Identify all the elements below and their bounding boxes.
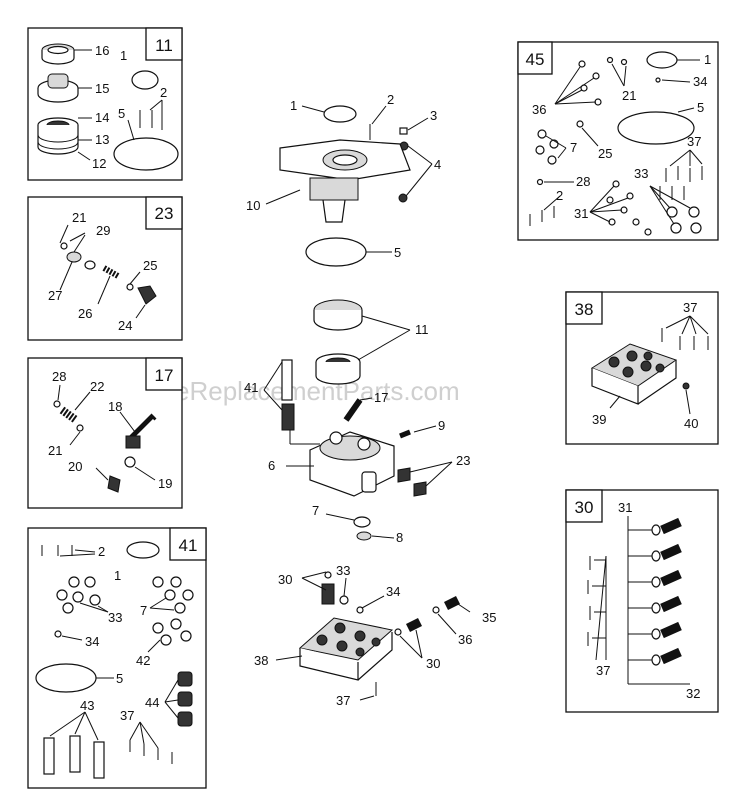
callout: 30 xyxy=(278,572,292,587)
callout: 26 xyxy=(78,306,92,321)
valve-column xyxy=(628,517,682,666)
callout: 5 xyxy=(118,106,125,121)
callout: 39 xyxy=(592,412,606,427)
callout: 37 xyxy=(120,708,134,723)
callout: 21 xyxy=(72,210,86,225)
callout: 34 xyxy=(386,584,400,599)
main-assembly: 1 2 3 4 10 5 11 41 17 xyxy=(244,92,496,708)
callout: 42 xyxy=(136,653,150,668)
kit-11-label: 11 xyxy=(155,36,173,55)
callout: 33 xyxy=(634,166,648,181)
callout: 35 xyxy=(482,610,496,625)
callout: 19 xyxy=(158,476,172,491)
callout: 31 xyxy=(574,206,588,221)
callout: 37 xyxy=(687,134,701,149)
kit-30-label: 30 xyxy=(575,498,594,517)
callout: 22 xyxy=(90,379,104,394)
callout: 2 xyxy=(98,544,105,559)
callout: 29 xyxy=(96,223,110,238)
callout: 21 xyxy=(48,443,62,458)
callout: 14 xyxy=(95,110,109,125)
callout: 40 xyxy=(684,416,698,431)
callout: 34 xyxy=(693,74,707,89)
callout: 9 xyxy=(438,418,445,433)
kit-17-label: 17 xyxy=(155,366,174,385)
callout: 12 xyxy=(92,156,106,171)
callout: 17 xyxy=(374,390,388,405)
callout: 2 xyxy=(160,85,167,100)
kit-30-box: 30 31 37 32 xyxy=(565,489,719,713)
callout: 28 xyxy=(52,369,66,384)
callout: 7 xyxy=(312,503,319,518)
kit-41-label: 41 xyxy=(179,536,198,555)
watermark: eReplacementParts.com xyxy=(175,376,460,406)
callout: 21 xyxy=(622,88,636,103)
callout: 16 xyxy=(95,43,109,58)
kit-17-box: 17 28 22 18 21 20 19 xyxy=(27,357,183,509)
kit-41-box: 41 xyxy=(27,527,207,789)
callout: 32 xyxy=(686,686,700,701)
callout: 33 xyxy=(108,610,122,625)
callout: 1 xyxy=(114,568,121,583)
callout: 1 xyxy=(290,98,297,113)
callout: 2 xyxy=(387,92,394,107)
callout: 38 xyxy=(254,653,268,668)
callout: 5 xyxy=(697,100,704,115)
callout: 1 xyxy=(704,52,711,67)
callout: 10 xyxy=(246,198,260,213)
callout: 27 xyxy=(48,288,62,303)
callout: 36 xyxy=(532,102,546,117)
callout: 2 xyxy=(556,188,563,203)
callout: 25 xyxy=(143,258,157,273)
callout: 43 xyxy=(80,698,94,713)
callout: 20 xyxy=(68,459,82,474)
callout: 18 xyxy=(108,399,122,414)
callout: 34 xyxy=(85,634,99,649)
callout: 5 xyxy=(116,671,123,686)
callout: 30 xyxy=(426,656,440,671)
callout: 37 xyxy=(336,693,350,708)
callout: 8 xyxy=(396,530,403,545)
callout: 7 xyxy=(140,603,147,618)
kit-23-box: 23 21 29 25 27 26 24 xyxy=(27,196,183,341)
callout: 37 xyxy=(596,663,610,678)
callout: 1 xyxy=(120,48,127,63)
callout: 41 xyxy=(244,380,258,395)
kit-45-box: 45 xyxy=(517,41,719,241)
callout: 24 xyxy=(118,318,132,333)
callout: 33 xyxy=(336,563,350,578)
callout: 44 xyxy=(145,695,159,710)
kit-38-label: 38 xyxy=(575,300,594,319)
kit-23-label: 23 xyxy=(155,204,174,223)
callout: 7 xyxy=(570,140,577,155)
callout: 6 xyxy=(268,458,275,473)
callout: 25 xyxy=(598,146,612,161)
callout: 15 xyxy=(95,81,109,96)
kit-45-label: 45 xyxy=(526,50,545,69)
callout: 28 xyxy=(576,174,590,189)
callout: 36 xyxy=(458,632,472,647)
callout: 37 xyxy=(683,300,697,315)
callout: 13 xyxy=(95,132,109,147)
kit-11-box: 11 16 1 15 2 14 5 13 12 xyxy=(27,27,183,181)
callout: 5 xyxy=(394,245,401,260)
callout: 11 xyxy=(415,322,429,337)
callout: 23 xyxy=(456,453,470,468)
kit-38-box: 38 37 39 40 xyxy=(565,291,719,445)
callout: 3 xyxy=(430,108,437,123)
callout: 4 xyxy=(434,157,441,172)
callout: 31 xyxy=(618,500,632,515)
